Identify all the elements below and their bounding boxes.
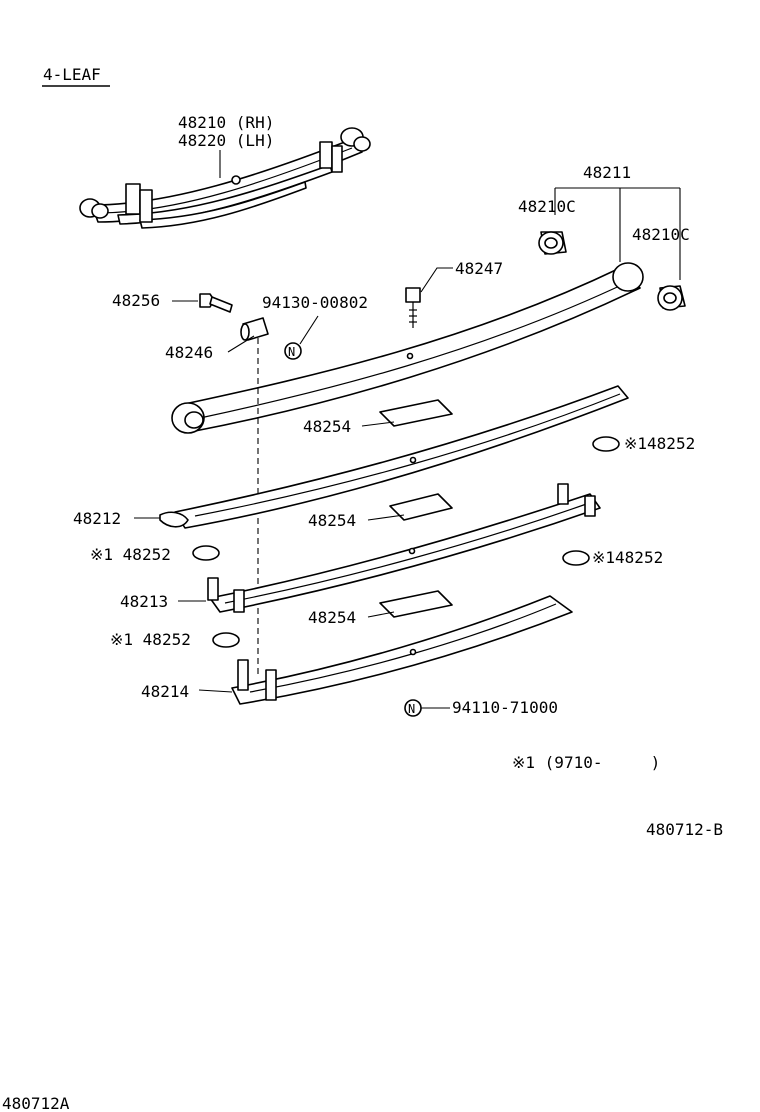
label-48252-right-2: ※148252	[592, 548, 663, 567]
insert-left-1	[192, 545, 220, 561]
nut-symbol-1	[284, 342, 302, 360]
bushing-right	[657, 285, 686, 311]
label-48252-left-2: ※1 48252	[110, 630, 191, 649]
label-94130-00802: 94130-00802	[262, 293, 368, 312]
nut-symbol-2-text: N	[408, 702, 415, 716]
leader-48254-2	[367, 514, 405, 521]
label-48210-rh: 48210 (RH)	[178, 113, 274, 132]
label-48220-lh: 48220 (LH)	[178, 131, 274, 150]
page-ref: 480712A	[2, 1094, 70, 1112]
leader-94130	[299, 315, 319, 345]
bushing-left	[538, 231, 567, 255]
insert-right-1	[592, 436, 620, 452]
leader-48246	[227, 335, 255, 353]
figure-ref: 480712-B	[646, 820, 723, 839]
liner-1	[379, 399, 453, 427]
label-48213: 48213	[120, 592, 168, 611]
label-48247: 48247	[455, 259, 503, 278]
insert-left-2	[212, 632, 240, 648]
label-48214: 48214	[141, 682, 189, 701]
leader-48214	[198, 689, 233, 693]
label-48212: 48212	[73, 509, 121, 528]
leaf-no2	[159, 385, 629, 529]
leader-48247	[420, 267, 453, 293]
leader-48254-3	[367, 611, 395, 618]
label-48210c-right: 48210C	[632, 225, 690, 244]
leaf-no4	[231, 595, 573, 705]
label-48254-2: 48254	[308, 511, 356, 530]
insert-right-2	[562, 550, 590, 566]
bolt-48256	[199, 293, 233, 313]
label-48254-3: 48254	[308, 608, 356, 627]
label-48252-right-1: ※148252	[624, 434, 695, 453]
bracket-48211	[554, 187, 681, 280]
label-48211: 48211	[583, 163, 631, 182]
title-4-leaf: 4-LEAF	[43, 65, 101, 84]
pin-48246	[240, 317, 269, 341]
clip-bolt-48247	[405, 287, 421, 328]
label-48246: 48246	[165, 343, 213, 362]
leader-48254-1	[361, 421, 395, 427]
liner-3	[379, 590, 453, 618]
footnote-9710: ※1 (9710- )	[512, 753, 660, 772]
spring-assembly-illustration	[79, 127, 371, 229]
label-48210c-left: 48210C	[518, 197, 576, 216]
leaf-no1-main	[171, 262, 644, 434]
label-48252-left-1: ※1 48252	[90, 545, 171, 564]
leaf-no3	[207, 483, 601, 613]
label-94110-71000: 94110-71000	[452, 698, 558, 717]
label-48254-1: 48254	[303, 417, 351, 436]
label-48256: 48256	[112, 291, 160, 310]
nut-symbol-1-text: N	[288, 345, 295, 359]
